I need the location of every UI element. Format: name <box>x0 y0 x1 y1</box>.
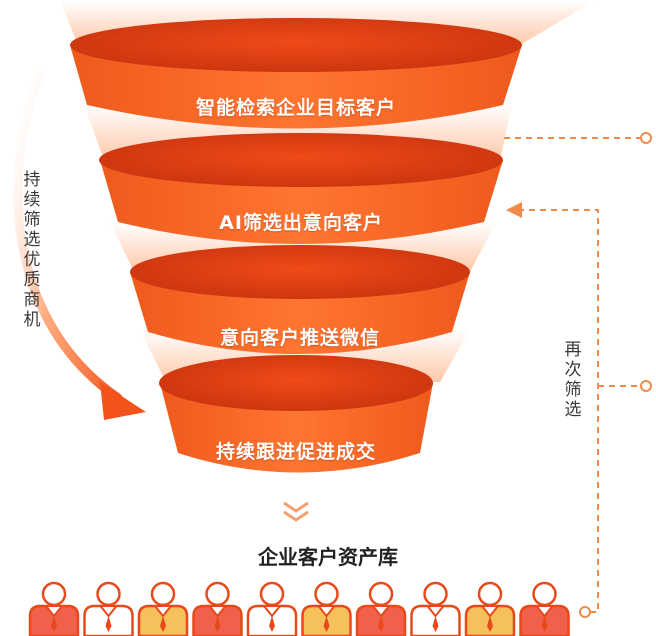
arrow-icon <box>100 382 146 420</box>
person-icon <box>192 581 243 636</box>
person-icon <box>355 581 407 636</box>
person-icon <box>410 581 461 636</box>
left-flow-label: 持 续 筛 选 优 质 商 机 <box>23 170 41 330</box>
person-icon <box>246 581 298 636</box>
funnel-layer-3-label: 意向客户推送微信 <box>219 327 380 349</box>
person-icon <box>28 581 80 636</box>
person-icon <box>464 581 516 636</box>
pool-title: 企业客户资产库 <box>258 545 398 569</box>
funnel-layer-2-label: AI筛选出意向客户 <box>219 212 383 234</box>
person-icon <box>301 581 352 636</box>
person-icon <box>519 581 570 636</box>
people-row <box>28 581 570 636</box>
funnel-layer-1 <box>70 18 522 129</box>
right-flow-dashed <box>504 137 640 613</box>
left-flow-arrow <box>13 70 146 420</box>
person-icon <box>83 581 134 636</box>
funnel-layer-2 <box>99 133 503 244</box>
person-icon <box>137 581 189 636</box>
double-chevron-down-icon <box>283 501 309 522</box>
funnel-layer-4 <box>159 355 433 473</box>
right-flow-nodes <box>579 132 652 618</box>
right-flow-label: 再 次 筛 选 <box>564 340 582 420</box>
funnel-layer-1-label: 智能检索企业目标客户 <box>195 97 396 119</box>
funnel-layer-3 <box>130 245 470 354</box>
funnel-layer-4-label: 持续跟进促进成交 <box>215 441 376 463</box>
